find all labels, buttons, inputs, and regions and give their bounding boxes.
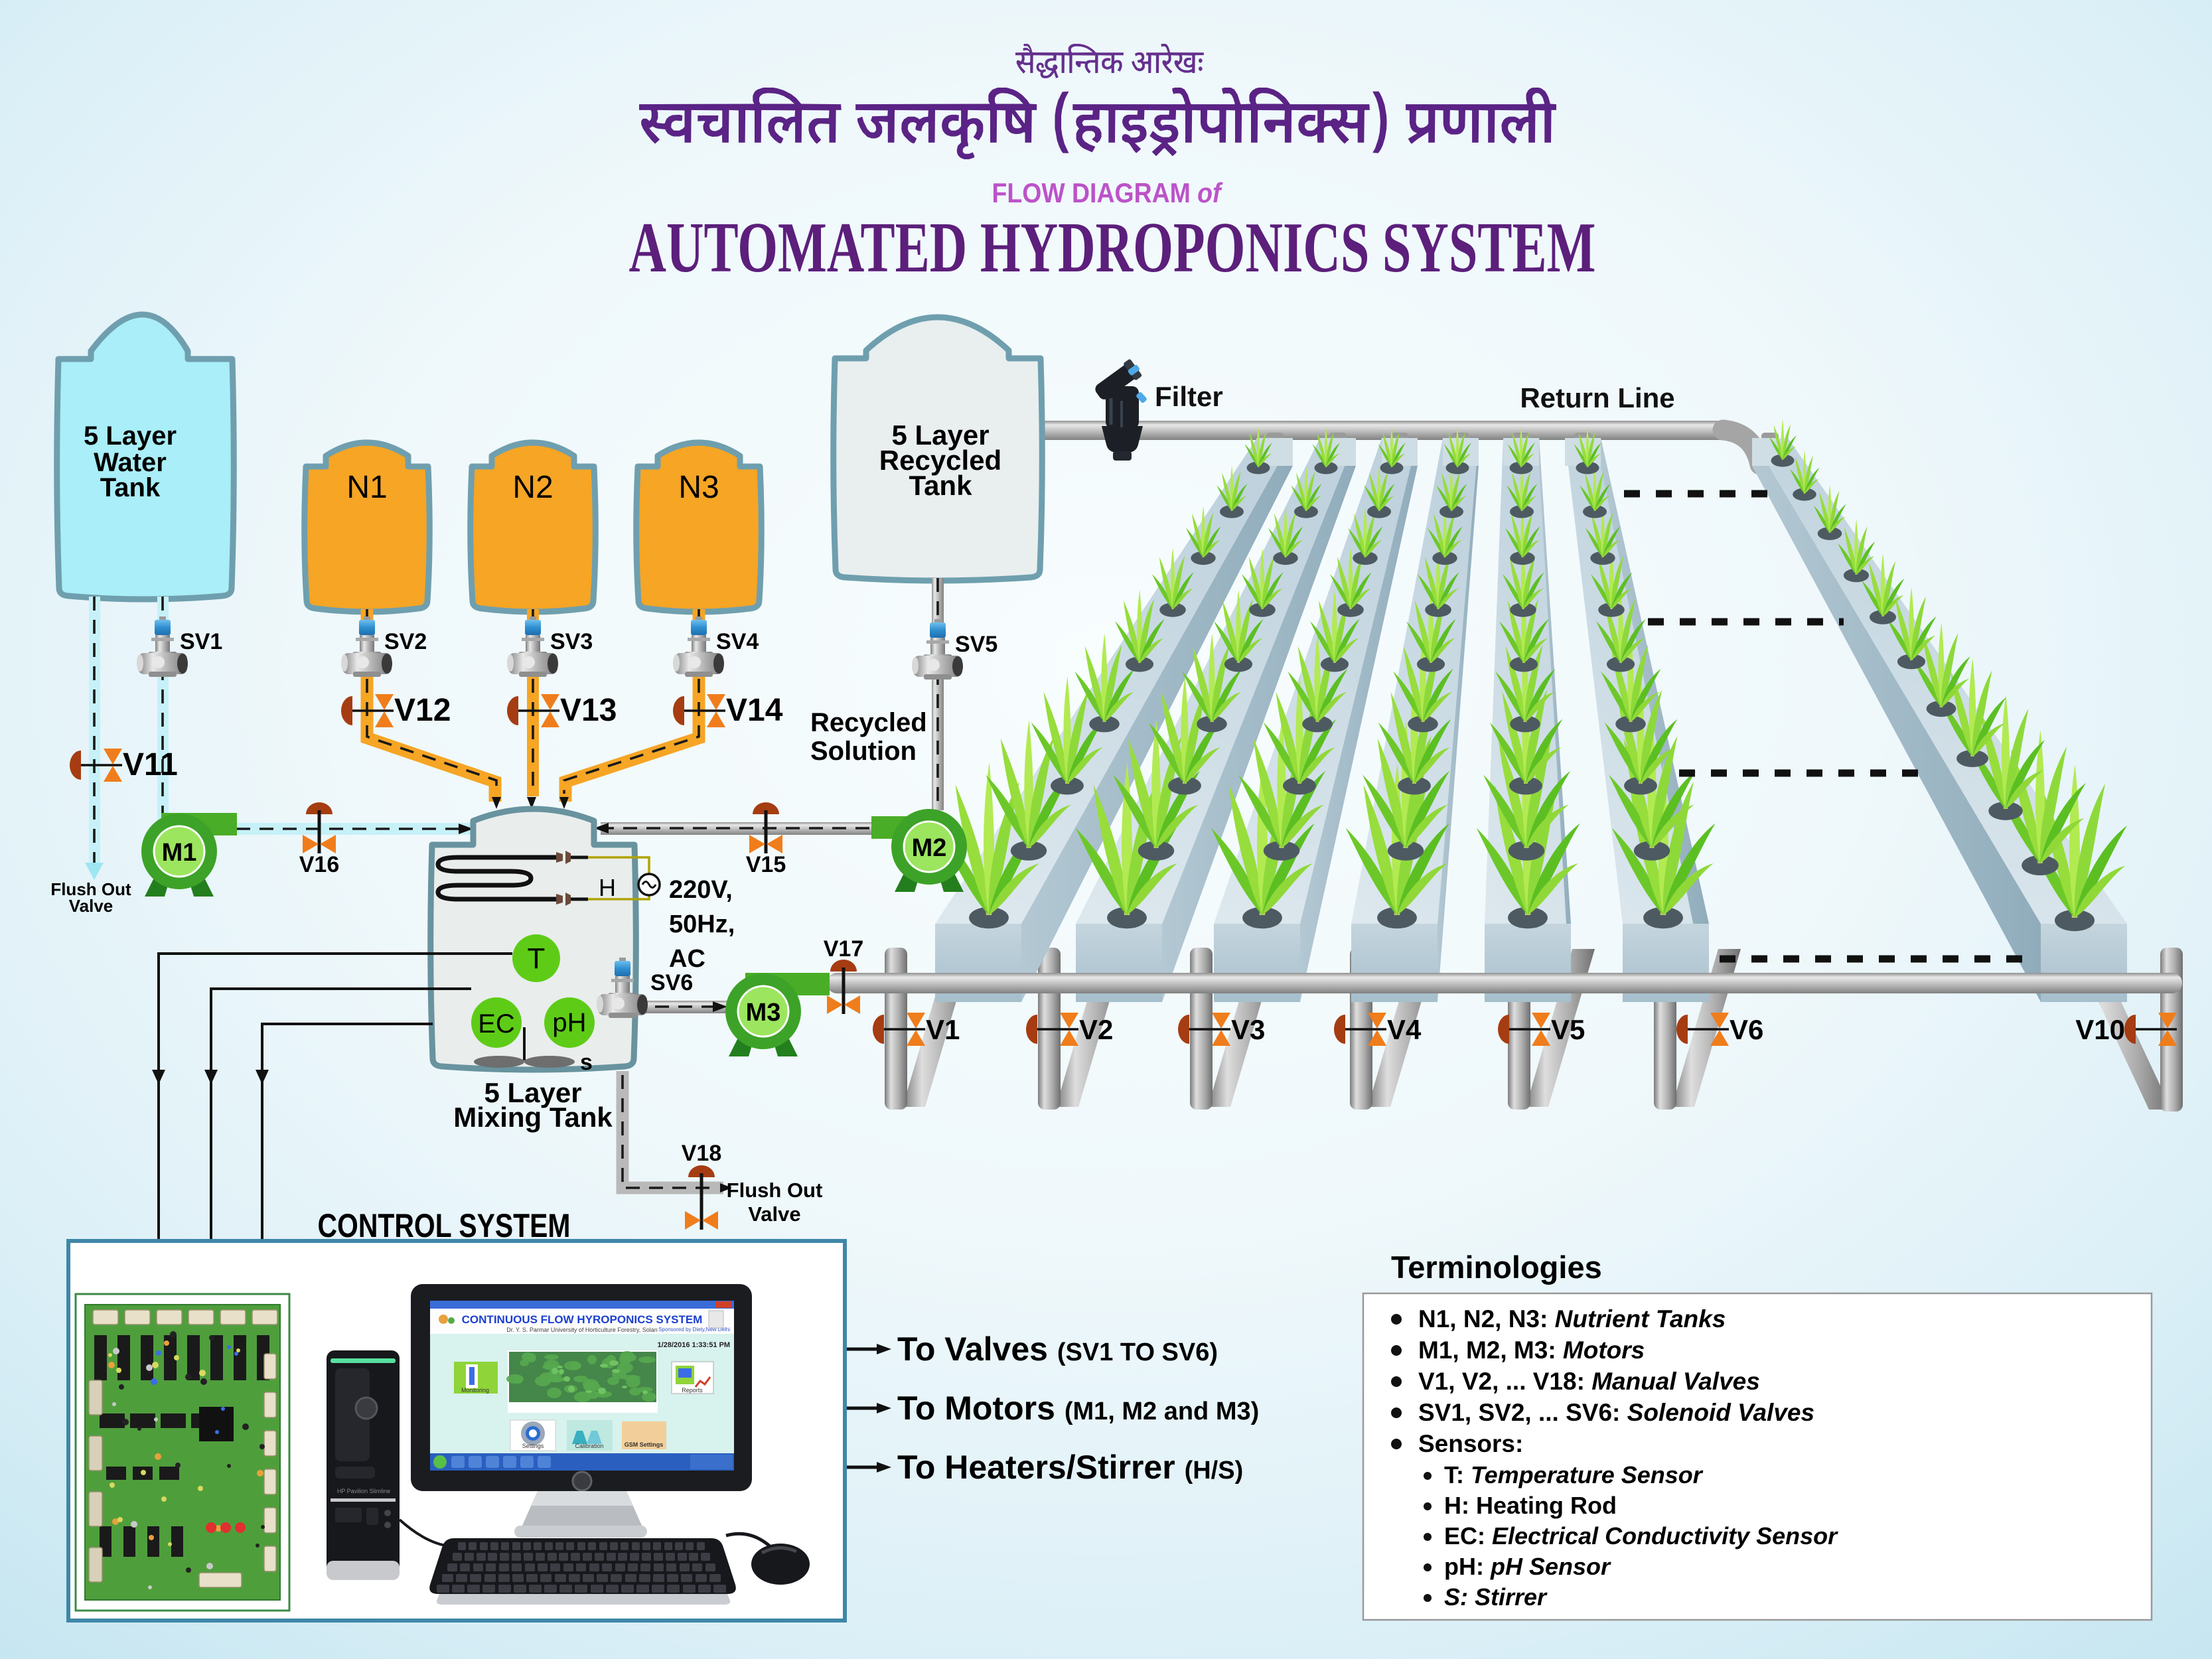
svg-text:V14: V14 <box>726 693 783 728</box>
svg-text:V11: V11 <box>123 747 178 782</box>
svg-text:Sensors:: Sensors: <box>1418 1430 1523 1457</box>
svg-text:Sponsored by Diety,New Delhi: Sponsored by Diety,New Delhi <box>658 1327 730 1333</box>
svg-text:V10: V10 <box>2075 1014 2125 1045</box>
svg-text:M2: M2 <box>912 834 947 862</box>
svg-text:N2: N2 <box>512 470 553 505</box>
svg-text:M3: M3 <box>746 999 781 1027</box>
svg-text:H: H <box>599 874 616 901</box>
svg-text:V5: V5 <box>1551 1014 1585 1045</box>
svg-text:Reports: Reports <box>682 1387 703 1394</box>
svg-text:Settings: Settings <box>522 1443 544 1449</box>
svg-text:V4: V4 <box>1387 1014 1422 1045</box>
svg-text:Tank: Tank <box>100 473 161 502</box>
svg-text:Calibration: Calibration <box>575 1443 603 1449</box>
svg-text:GSM Settings: GSM Settings <box>625 1441 664 1448</box>
svg-text:5 Layer: 5 Layer <box>84 421 177 451</box>
svg-text:Flush Out: Flush Out <box>727 1179 823 1202</box>
svg-text:SV2: SV2 <box>384 629 427 654</box>
svg-text:Valve: Valve <box>69 896 113 916</box>
svg-text:Recycled: Recycled <box>810 708 927 737</box>
svg-text:V18: V18 <box>682 1141 722 1166</box>
svg-text:pH: pH Sensor: pH: pH Sensor <box>1444 1553 1611 1580</box>
svg-text:M1: M1 <box>162 839 197 867</box>
svg-text:S: Stirrer: S: Stirrer <box>1444 1583 1548 1611</box>
svg-text:Tank: Tank <box>909 470 973 501</box>
svg-text:SV1: SV1 <box>180 629 222 654</box>
svg-text:To Valves (SV1 TO SV6): To Valves (SV1 TO SV6) <box>897 1331 1218 1368</box>
svg-text:H: Heating Rod: H: Heating Rod <box>1444 1492 1617 1519</box>
svg-text:SV3: SV3 <box>550 629 593 654</box>
svg-text:220V,: 220V, <box>669 876 733 904</box>
svg-text:V16: V16 <box>299 852 340 877</box>
svg-text:SV6: SV6 <box>650 970 693 995</box>
svg-text:Flush Out: Flush Out <box>50 879 131 899</box>
svg-text:Monitoring: Monitoring <box>461 1387 489 1394</box>
svg-text:AUTOMATED HYDROPONICS SYSTEM: AUTOMATED HYDROPONICS SYSTEM <box>629 208 1596 287</box>
svg-text:CONTINUOUS FLOW HYROPONICS SYS: CONTINUOUS FLOW HYROPONICS SYSTEM <box>462 1313 703 1326</box>
svg-text:CONTROL SYSTEM: CONTROL SYSTEM <box>318 1207 571 1244</box>
svg-text:5 Layer: 5 Layer <box>891 419 989 451</box>
svg-text:N3: N3 <box>678 470 719 505</box>
svg-text:SV1, SV2, ... SV6: Solenoid Va: SV1, SV2, ... SV6: Solenoid Valves <box>1418 1399 1814 1426</box>
svg-text:EC: EC <box>478 1009 515 1039</box>
svg-text:Solution: Solution <box>810 737 917 766</box>
svg-text:V3: V3 <box>1231 1014 1265 1045</box>
svg-text:SV5: SV5 <box>955 632 997 657</box>
svg-text:50Hz,: 50Hz, <box>669 910 735 938</box>
svg-text:HP Pavilion Slimline: HP Pavilion Slimline <box>337 1488 390 1494</box>
svg-text:V13: V13 <box>560 693 617 728</box>
svg-text:V1: V1 <box>926 1014 960 1045</box>
svg-text:Valve: Valve <box>748 1202 800 1226</box>
svg-text:s: s <box>580 1050 593 1075</box>
svg-text:V15: V15 <box>746 852 786 877</box>
svg-text:AC: AC <box>669 945 705 973</box>
svg-text:V2: V2 <box>1079 1014 1113 1045</box>
svg-text:Dr. Y. S. Parmar University of: Dr. Y. S. Parmar University of Horticult… <box>506 1327 658 1333</box>
svg-text:SV4: SV4 <box>716 629 759 654</box>
svg-text:T: Temperature Sensor: T: Temperature Sensor <box>1444 1461 1704 1488</box>
svg-text:N1: N1 <box>346 470 387 505</box>
svg-text:EC: Electrical Conductivity Se: EC: Electrical Conductivity Sensor <box>1444 1522 1838 1550</box>
svg-text:5 Layer: 5 Layer <box>484 1077 581 1108</box>
svg-text:pH: pH <box>552 1008 586 1037</box>
svg-text:Return Line: Return Line <box>1520 382 1674 413</box>
svg-text:M1, M2, M3: Motors: M1, M2, M3: Motors <box>1418 1336 1645 1364</box>
svg-text:Recycled: Recycled <box>879 445 1001 476</box>
svg-text:V1, V2, ... V18: Manual Valves: V1, V2, ... V18: Manual Valves <box>1418 1368 1760 1395</box>
svg-text:FLOW DIAGRAM of: FLOW DIAGRAM of <box>992 177 1224 208</box>
svg-text:V17: V17 <box>824 936 864 962</box>
svg-text:Terminologies: Terminologies <box>1391 1250 1602 1285</box>
svg-text:1/28/2016 1:33:51 PM: 1/28/2016 1:33:51 PM <box>658 1341 730 1349</box>
svg-text:V12: V12 <box>394 693 451 728</box>
svg-text:Mixing Tank: Mixing Tank <box>453 1102 613 1133</box>
svg-text:T: T <box>528 942 546 975</box>
svg-text:N1, N2, N3: Nutrient Tanks: N1, N2, N3: Nutrient Tanks <box>1418 1305 1726 1333</box>
svg-text:Water: Water <box>94 448 167 477</box>
svg-text:V6: V6 <box>1730 1014 1763 1045</box>
svg-text:Filter: Filter <box>1155 381 1223 412</box>
